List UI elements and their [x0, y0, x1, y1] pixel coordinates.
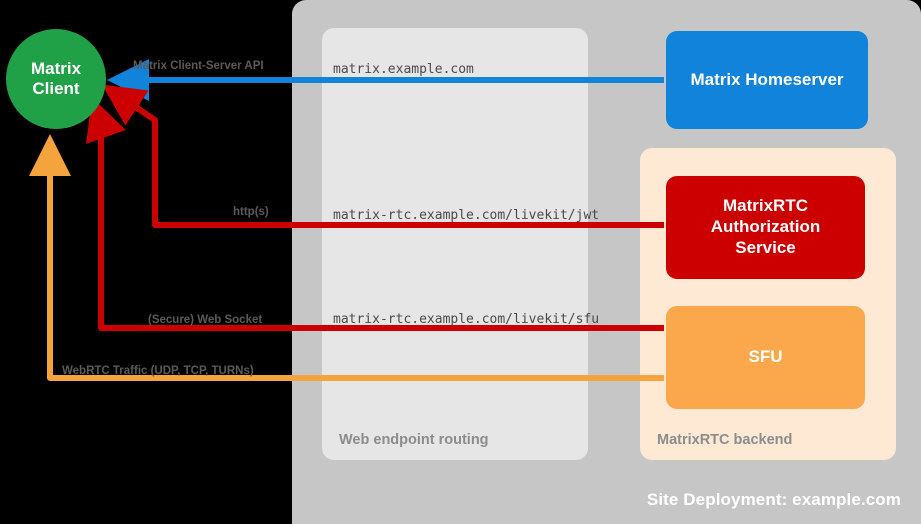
edge-label-https: http(s)	[233, 206, 269, 218]
node-auth-line3: Service	[735, 237, 796, 257]
edge-label-secure-web-socket: (Secure) Web Socket	[148, 314, 263, 326]
web-endpoint-routing-label: Web endpoint routing	[339, 432, 489, 448]
node-matrixrtc-authorization-service[interactable]: MatrixRTC Authorization Service	[666, 176, 865, 279]
site-deployment-label: Site Deployment: example.com	[646, 490, 901, 509]
edge-label-client-server-api: Matrix Client-Server API	[133, 60, 264, 72]
web-endpoint-routing-container: Web endpoint routing	[322, 28, 588, 460]
endpoint-label-livekit-sfu: matrix-rtc.example.com/livekit/sfu	[333, 312, 600, 327]
endpoint-label-matrix-example-com: matrix.example.com	[333, 62, 474, 77]
endpoint-label-livekit-jwt: matrix-rtc.example.com/livekit/jwt	[333, 208, 600, 223]
edge-label-webrtc-traffic: WebRTC Traffic (UDP, TCP, TURNs)	[62, 365, 254, 377]
node-sfu-label: SFU	[748, 347, 783, 367]
node-auth-line2: Authorization	[710, 217, 821, 237]
node-auth-line1: MatrixRTC	[722, 196, 808, 216]
node-matrix-client-line1: Matrix	[30, 58, 82, 78]
matrixrtc-backend-label: MatrixRTC backend	[657, 432, 793, 448]
node-matrix-homeserver-label: Matrix Homeserver	[690, 69, 844, 89]
node-matrix-client[interactable]: Matrix Client	[6, 29, 106, 129]
node-sfu[interactable]: SFU	[666, 306, 865, 409]
node-matrix-client-line2: Client	[32, 79, 80, 98]
node-matrix-homeserver[interactable]: Matrix Homeserver	[666, 31, 868, 129]
